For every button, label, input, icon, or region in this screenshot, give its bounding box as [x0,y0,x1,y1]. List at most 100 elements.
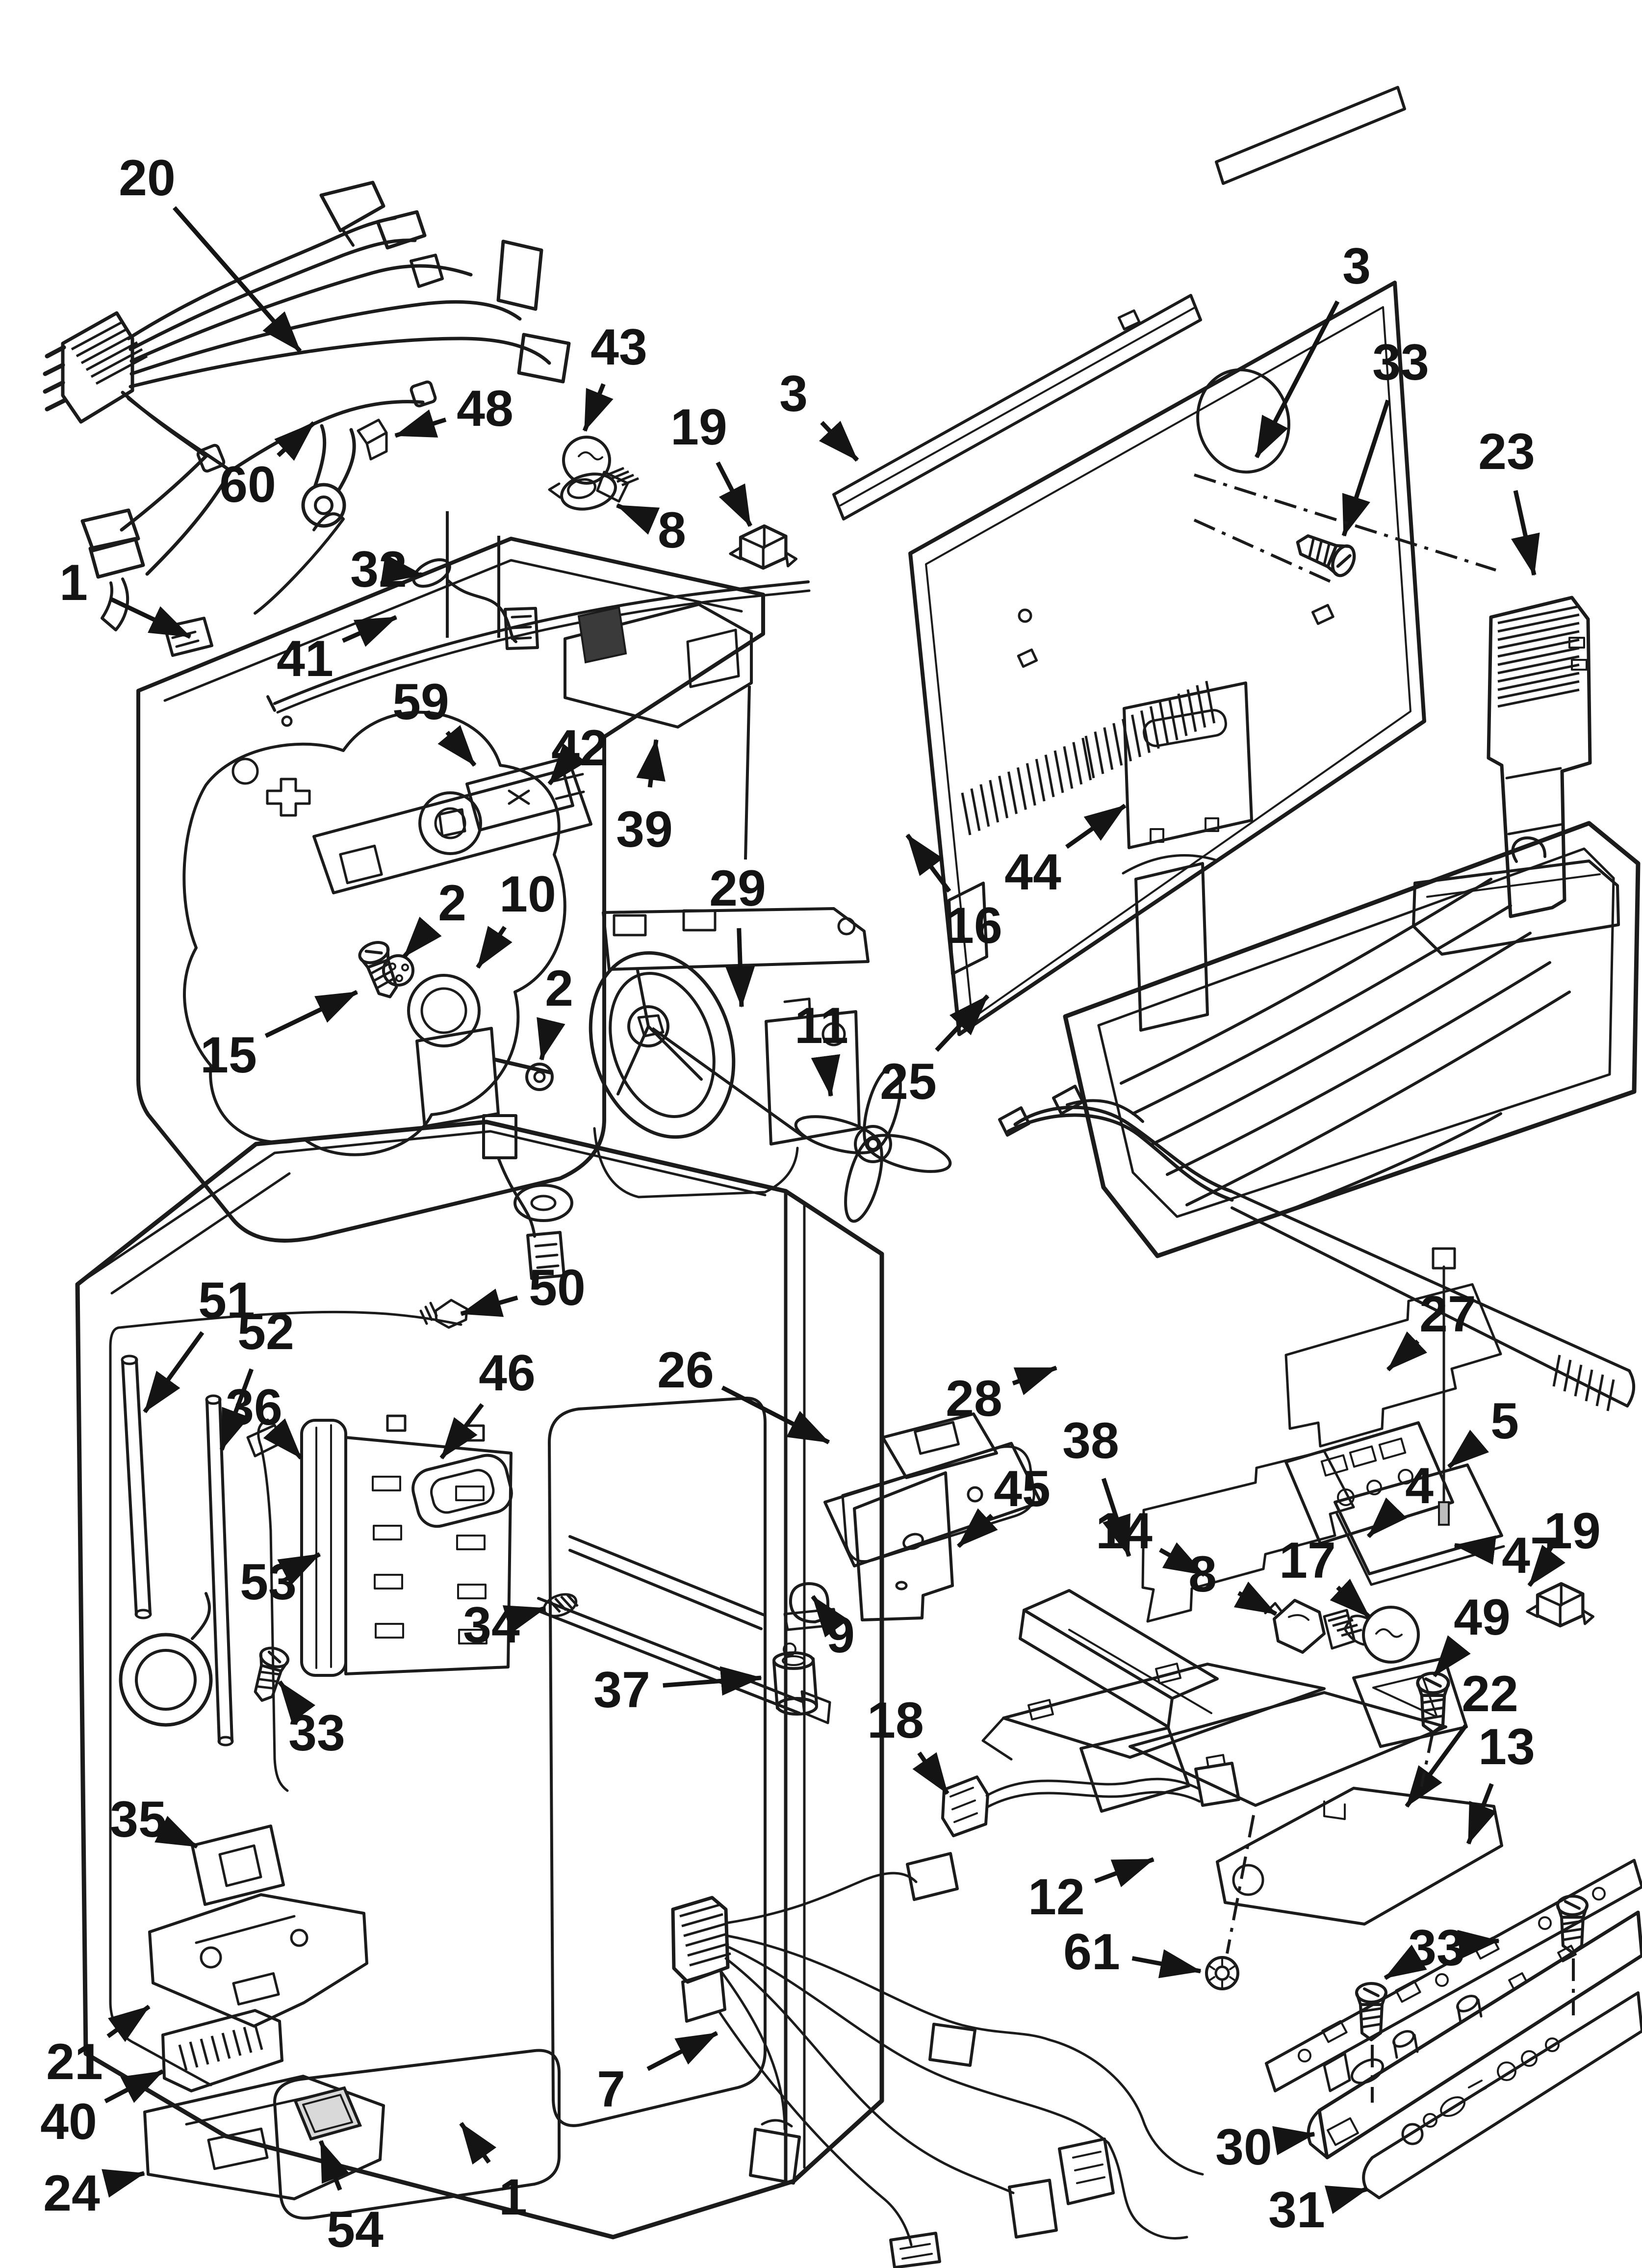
hatch-line [232,2030,242,2056]
callout-label-54: 54 [327,2201,384,2258]
callout-arrow [663,1666,762,1696]
callout-label-37: 37 [593,1662,650,1719]
callout-arrow [154,1816,198,1849]
callout-label-28: 28 [946,1370,1002,1427]
cylinder-37 [772,1642,818,1716]
callout-arrow [143,1331,205,1413]
grommet-61 [1205,1956,1239,1990]
hatch-line [1574,1364,1583,1397]
hatch-line [1063,746,1074,789]
hatch-line [90,348,143,378]
callout-label-49: 49 [1454,1589,1511,1646]
callout-label-2: 2 [545,960,573,1017]
hatch-line [1168,698,1179,741]
rear-panel-3 [832,86,1426,1036]
callout-arrow [811,1595,849,1638]
callout-arrow [381,554,424,584]
hatch-line [71,320,124,351]
callout-arrow [1065,804,1127,849]
hatch-line [679,1903,721,1918]
hatch-line [1084,735,1095,779]
air-duct-39 [564,603,753,729]
callout-label-5: 5 [1490,1393,1519,1450]
light-bulb-17 [1323,1606,1420,1664]
hatch-line [1497,613,1580,633]
callout-arrow [439,1403,484,1460]
callout-arrow [819,420,859,462]
callout-label-14: 14 [1096,1503,1153,1560]
hatch-line [998,776,1009,819]
light-bulb-43 [562,436,639,503]
hatch-line [1328,1614,1349,1622]
callout-arrow [274,421,316,461]
plate-45 [853,1471,954,1621]
leader-line [1193,519,1331,583]
hatch-line [221,2033,231,2059]
hatch-line [1606,1379,1615,1411]
callout-label-46: 46 [479,1345,536,1402]
foil-shield-27 [1284,1283,1502,1448]
drain-pan-25 [1063,821,1641,1258]
hatch-line [607,467,624,476]
callout-label-11: 11 [795,997,848,1054]
callout-arrow [1432,1635,1471,1677]
motor-grommet-2-left [382,954,414,987]
callout-arrow [646,2031,718,2071]
ice-maker-23 [1412,596,1620,956]
callout-arrow [721,1385,830,1445]
hatch-line [1336,1623,1358,1632]
bulb-socket-8-right [1264,1599,1326,1654]
callout-label-2: 2 [438,875,466,932]
hatch-line [1081,737,1092,781]
tube-52 [205,1394,234,1747]
bracket-21 [148,1893,368,2028]
hatch-line [1131,714,1141,757]
hatch-line [979,784,990,827]
hatch-line [1053,750,1064,793]
callout-label-8: 8 [658,502,686,559]
callout-arrow [172,206,302,353]
callout-arrow [476,926,513,969]
callout-label-19: 19 [670,399,727,456]
hatch-line [1497,655,1580,675]
callout-arrow [1457,1929,1500,1959]
callout-arrow [102,2169,145,2198]
leader-line [1194,473,1496,572]
hatch-line [612,470,629,480]
callout-label-16: 16 [946,897,1002,954]
hatch-line [560,1595,573,1609]
hatch-line [1007,771,1018,814]
cover-plate-42 [465,758,574,832]
hatch-line [970,788,981,831]
callout-arrow [1324,2186,1368,2214]
hatch-line [554,1597,567,1611]
hatch-line [1497,663,1580,683]
hatch-line [1186,689,1197,732]
callout-label-40: 40 [40,2093,97,2150]
screw-33-top [1292,528,1359,579]
hatch-line [1035,758,1046,802]
hatch-line [961,792,972,835]
hatch-line [1497,647,1580,666]
callout-arrow [1255,300,1340,459]
hatch-line [1094,731,1104,774]
hatch-line [1044,755,1055,798]
callout-label-8: 8 [1188,1546,1217,1603]
callout-arrow [1511,490,1540,576]
callout-label-33: 33 [1408,1920,1465,1977]
callout-label-1: 1 [59,554,88,611]
callout-arrow [437,725,477,767]
callout-label-33: 33 [288,1705,345,1762]
tube-51 [121,1355,152,1619]
hatch-line [687,1942,729,1957]
switch-19-top [730,526,796,568]
callout-label-61: 61 [1063,1924,1120,1981]
callout-label-39: 39 [616,801,673,858]
callout-arrow [616,503,660,535]
callout-label-15: 15 [200,1027,257,1084]
callout-label-4: 4 [1405,1458,1434,1514]
clip-50 [419,1299,468,1329]
callout-arrow [1447,1430,1489,1469]
